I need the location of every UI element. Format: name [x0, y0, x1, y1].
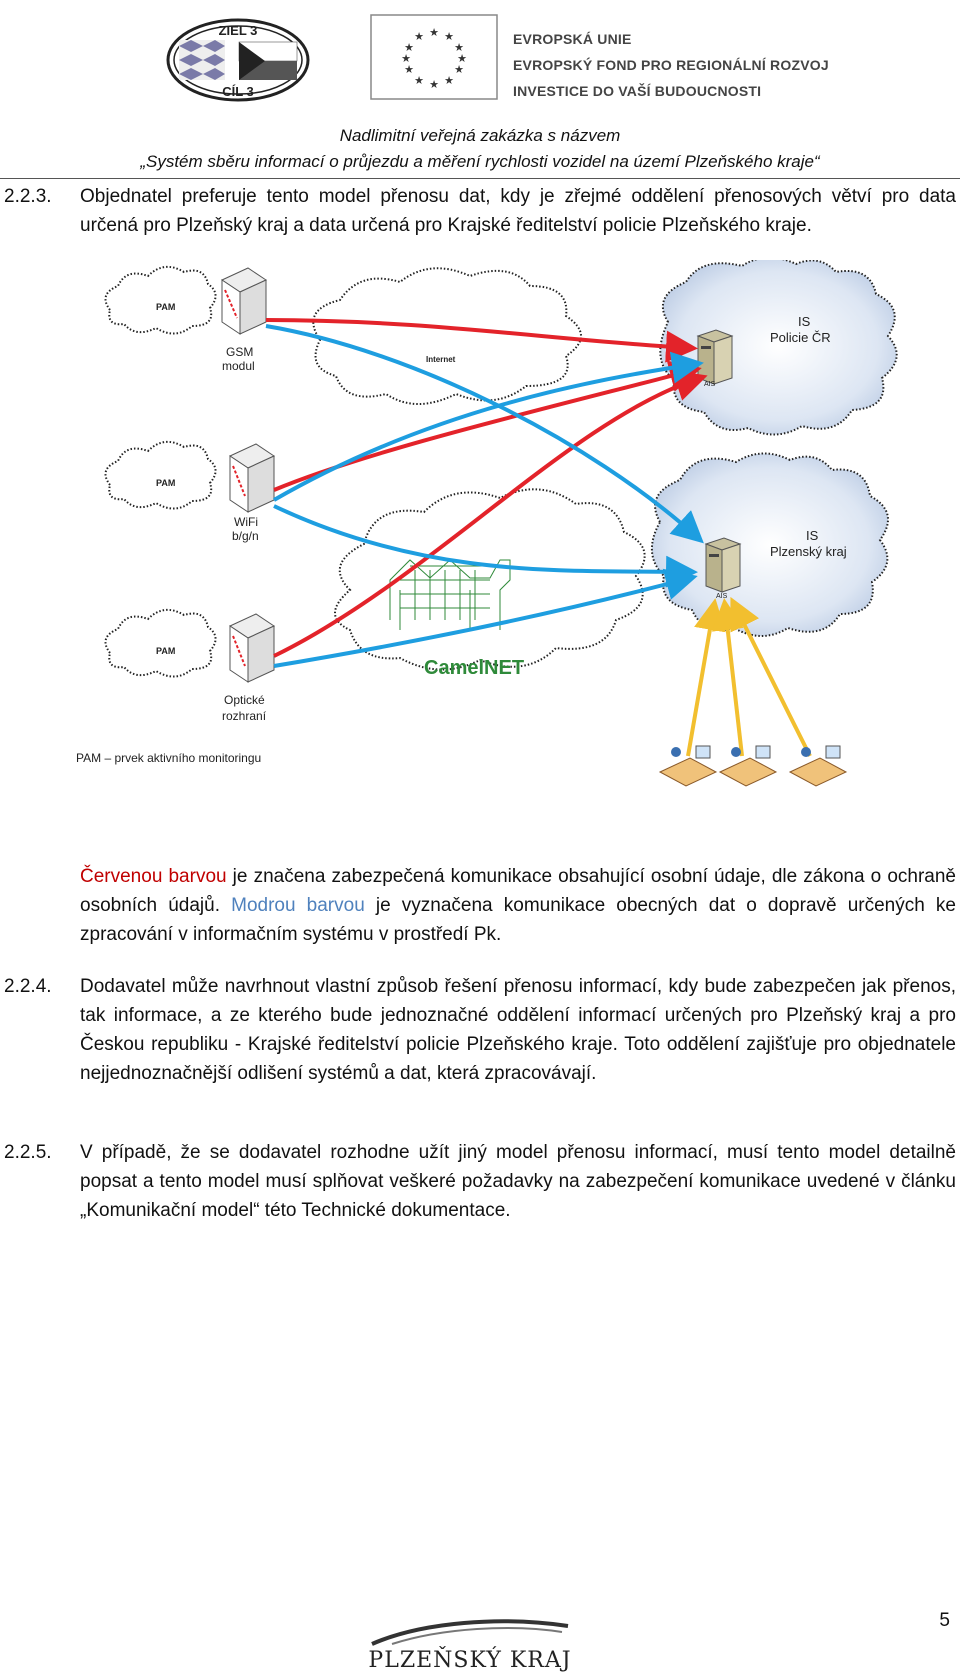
eu-flag-logo: ★★★ ★★★ ★★★ ★★★ — [370, 14, 498, 100]
eu-line: EVROPSKÝ FOND PRO REGIONÁLNÍ ROZVOJ — [513, 57, 829, 73]
network-diagram: PAM PAM PAM GSM modul WiFi b/g/n Optické… — [70, 256, 950, 830]
legend-text-2: je vyznačena komunikace obecných dat o d… — [80, 895, 956, 945]
diagram-caption: PAM – prvek aktivního monitoringu — [76, 751, 261, 765]
is-kraj-label-line1: IS — [806, 528, 819, 543]
legend-blue-term: Modrou barvou — [231, 895, 365, 916]
internet-cloud — [312, 267, 582, 405]
section-number-225: 2.2.5. — [4, 1142, 52, 1163]
svg-text:★: ★ — [457, 52, 467, 65]
user-workstation-2 — [718, 745, 778, 787]
svg-text:★: ★ — [404, 41, 414, 54]
wifi-label-line2: b/g/n — [232, 529, 259, 543]
svg-text:★: ★ — [414, 30, 424, 43]
camelnet-cloud — [334, 488, 646, 671]
camelnet-label: CamelNET — [424, 657, 524, 679]
gsm-label-line2: modul — [222, 359, 255, 373]
svg-text:★: ★ — [401, 52, 411, 65]
general-link-optical — [273, 568, 698, 668]
ais-server-police — [696, 329, 734, 385]
secure-link-wifi — [273, 360, 702, 492]
is-police-label-line1: IS — [798, 314, 811, 329]
legend-text-1: je značena zabezpečená komunikace obsahu… — [80, 866, 956, 916]
pam-label-3: PAM — [156, 646, 175, 656]
ziel-top-text: ZIEL 3 — [219, 23, 258, 38]
user-link-3 — [730, 596, 812, 757]
pam-cloud-3 — [104, 608, 217, 678]
legend-red-term: Červenou barvou — [80, 866, 227, 887]
user-workstation-3 — [788, 745, 848, 787]
pam-device-gsm — [220, 267, 268, 335]
camel-icon — [389, 559, 511, 630]
header-title-line1: Nadlimitní veřejná zakázka s názvem — [339, 126, 621, 145]
is-police-cloud — [659, 256, 898, 436]
section-text-225: V případě, že se dodavatel rozhodne užít… — [80, 1142, 956, 1221]
svg-text:★: ★ — [454, 41, 464, 54]
svg-text:★: ★ — [429, 78, 439, 91]
svg-text:★: ★ — [414, 74, 424, 87]
plzensky-kraj-logo: PLZEŇSKÝ KRAJ — [362, 1616, 578, 1676]
header-divider — [0, 178, 960, 179]
eu-text-block: EVROPSKÁ UNIE EVROPSKÝ FOND PRO REGIONÁL… — [513, 26, 829, 104]
pam-cloud-2 — [104, 440, 217, 510]
header-title-line2: „Systém sběru informací o průjezdu a měř… — [140, 152, 820, 171]
pam-label-1: PAM — [156, 302, 175, 312]
section-text-224: Dodavatel může navrhnout vlastní způsob … — [80, 976, 956, 1084]
secure-link-gsm — [265, 318, 698, 363]
user-workstation-1 — [658, 745, 718, 787]
internet-label: Internet — [426, 355, 456, 364]
section-text-223: Objednatel preferuje tento model přenosu… — [80, 186, 956, 236]
pam-label-2: PAM — [156, 478, 175, 488]
general-link-wifi-police — [273, 351, 704, 502]
user-link-1 — [686, 598, 726, 757]
optical-label-line2: rozhraní — [222, 709, 267, 723]
is-kraj-label-line2: Plzenský kraj — [770, 544, 847, 559]
pam-device-wifi — [228, 443, 276, 513]
section-number-224: 2.2.4. — [4, 976, 52, 997]
is-kraj-cloud — [651, 452, 889, 637]
page-number: 5 — [939, 1610, 950, 1631]
gsm-label-line1: GSM — [226, 345, 253, 359]
general-link-gsm — [265, 324, 704, 544]
wifi-label-line1: WiFi — [234, 515, 258, 529]
pam-device-optical — [228, 613, 276, 683]
ais-label-kraj: AIS — [716, 593, 728, 600]
svg-text:★: ★ — [404, 63, 414, 76]
color-legend-paragraph: Červenou barvou je značena zabezpečená k… — [80, 862, 956, 949]
footer-logo-text: PLZEŇSKÝ KRAJ — [368, 1648, 572, 1673]
svg-text:★: ★ — [429, 26, 439, 39]
is-police-label-line2: Policie ČR — [770, 330, 831, 345]
ais-server-kraj — [704, 537, 742, 593]
optical-label-line1: Optické — [224, 693, 265, 707]
ziel-bottom-text: CÍL 3 — [222, 84, 254, 99]
svg-text:★: ★ — [454, 63, 464, 76]
user-link-2 — [711, 598, 744, 757]
secure-link-optical — [273, 370, 708, 658]
eu-line: INVESTICE DO VAŠÍ BUDOUCNOSTI — [513, 83, 762, 99]
svg-text:★: ★ — [444, 74, 454, 87]
svg-text:★: ★ — [444, 30, 454, 43]
section-number-223: 2.2.3. — [4, 186, 52, 207]
ziel3-logo: ZIEL 3 CÍL 3 — [165, 16, 311, 104]
eu-line: EVROPSKÁ UNIE — [513, 31, 632, 47]
general-link-wifi — [273, 504, 698, 588]
ais-label-police: AIS — [704, 381, 716, 388]
pam-cloud-1 — [104, 265, 217, 335]
